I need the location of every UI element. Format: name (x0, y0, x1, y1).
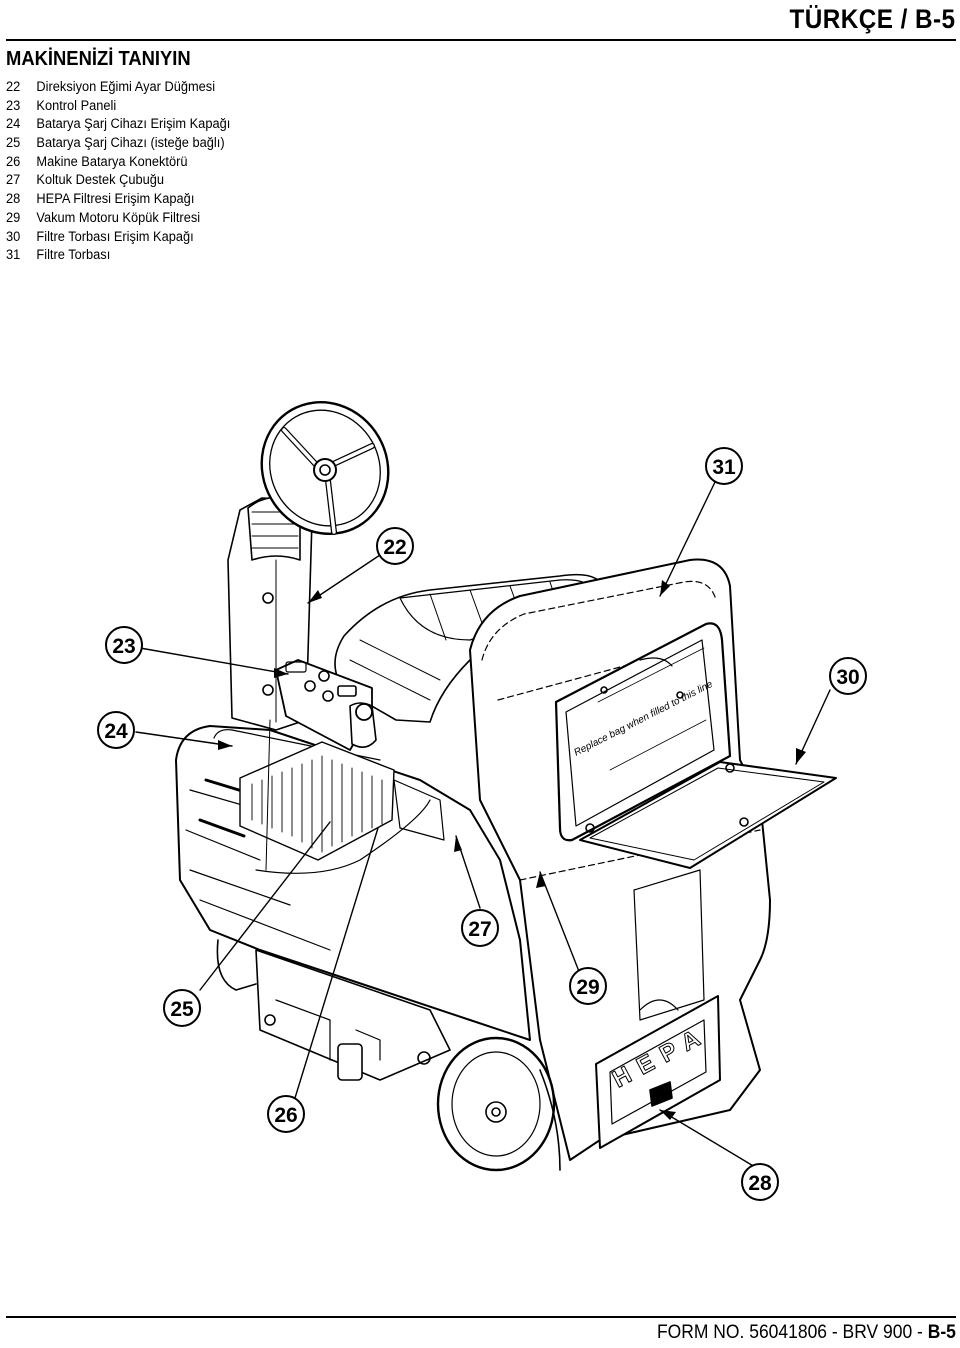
callout-30: 30 (829, 657, 867, 695)
svg-text:28: 28 (748, 1172, 772, 1195)
part-label: Vakum Motoru Köpük Filtresi (36, 209, 201, 225)
parts-list-item: 22 Direksiyon Eğimi Ayar Düğmesi (6, 78, 230, 97)
part-number: 31 (6, 247, 21, 263)
callout-24: 24 (97, 711, 135, 749)
footer-page-number: B-5 (927, 1322, 956, 1343)
callout-25: 25 (163, 989, 201, 1027)
svg-text:22: 22 (383, 536, 406, 559)
svg-text:27: 27 (468, 918, 491, 941)
control-panel (275, 659, 377, 751)
part-label: Makine Batarya Konektörü (36, 153, 188, 169)
header-language-page: TÜRKÇE / B-5 (789, 4, 956, 34)
parts-list: 22 Direksiyon Eğimi Ayar Düğmesi 23 Kontro… (6, 78, 242, 265)
svg-text:30: 30 (836, 666, 859, 689)
parts-list-item: 23 Kontrol Paneli (6, 97, 230, 116)
part-number: 25 (6, 135, 21, 151)
callout-27: 27 (461, 909, 499, 947)
part-number: 30 (6, 228, 21, 244)
part-number: 23 (6, 97, 21, 113)
parts-list-item: 24 Batarya Şarj Cihazı Erişim Kapağı (6, 115, 230, 134)
parts-list-item: 31 Filtre Torbası (6, 246, 230, 265)
part-label: Batarya Şarj Cihazı Erişim Kapağı (36, 116, 231, 132)
callout-31: 31 (705, 447, 743, 485)
svg-text:31: 31 (712, 456, 736, 479)
callout-26: 26 (267, 1095, 305, 1133)
leader-arrowheads (218, 580, 806, 1120)
part-label: Direksiyon Eğimi Ayar Düğmesi (36, 79, 216, 94)
header-rule (6, 39, 956, 41)
part-label: Kontrol Paneli (36, 97, 117, 113)
part-number: 26 (6, 153, 21, 169)
steering-wheel (260, 401, 390, 535)
parts-list-item: 27 Koltuk Destek Çubuğu (6, 171, 230, 190)
lower-frame (216, 939, 451, 1081)
leader-lines (135, 479, 831, 1171)
part-number: 27 (6, 172, 21, 188)
footer-rule (6, 1316, 956, 1318)
parts-list-item: 30 Filtre Torbası Erişim Kapağı (6, 228, 230, 247)
svg-text:24: 24 (104, 720, 128, 743)
callout-22: 22 (376, 527, 414, 565)
part-label: Filtre Torbası Erişim Kapağı (36, 228, 194, 244)
battery-charger (239, 719, 445, 871)
part-number: 28 (6, 191, 21, 207)
part-number: 24 (6, 116, 21, 132)
svg-text:23: 23 (112, 635, 135, 658)
footer: FORM NO. 56041806 - BRV 900 - B-5 (657, 1322, 956, 1344)
parts-list-item: 28 HEPA Filtresi Erişim Kapağı (6, 190, 230, 209)
svg-text:26: 26 (274, 1104, 297, 1127)
bag-compartment: Replace bag when filled to this line (554, 622, 732, 842)
callout-29: 29 (569, 967, 607, 1005)
part-number: 29 (6, 209, 21, 225)
parts-list-item: 29 Vakum Motoru Köpük Filtresi (6, 209, 230, 228)
part-label: HEPA Filtresi Erişim Kapağı (36, 191, 195, 207)
part-label: Koltuk Destek Çubuğu (36, 172, 165, 188)
rear-wheel (436, 1036, 561, 1172)
parts-list-item: 26 Makine Batarya Konektörü (6, 153, 230, 172)
part-label: Batarya Şarj Cihazı (isteğe bağlı) (36, 135, 225, 151)
filter-bag-door (579, 761, 837, 869)
section-title: MAKİNENİZİ TANIYIN (6, 48, 191, 70)
part-number: 22 (6, 79, 21, 94)
parts-list-item: 25 Batarya Şarj Cihazı (isteğe bağlı) (6, 134, 230, 153)
callout-23: 23 (105, 626, 143, 664)
svg-text:25: 25 (170, 998, 194, 1021)
footer-form-text: FORM NO. 56041806 - BRV 900 - (657, 1322, 928, 1343)
part-label: Filtre Torbası (36, 247, 111, 263)
callout-28: 28 (741, 1163, 779, 1201)
svg-text:29: 29 (576, 976, 599, 999)
